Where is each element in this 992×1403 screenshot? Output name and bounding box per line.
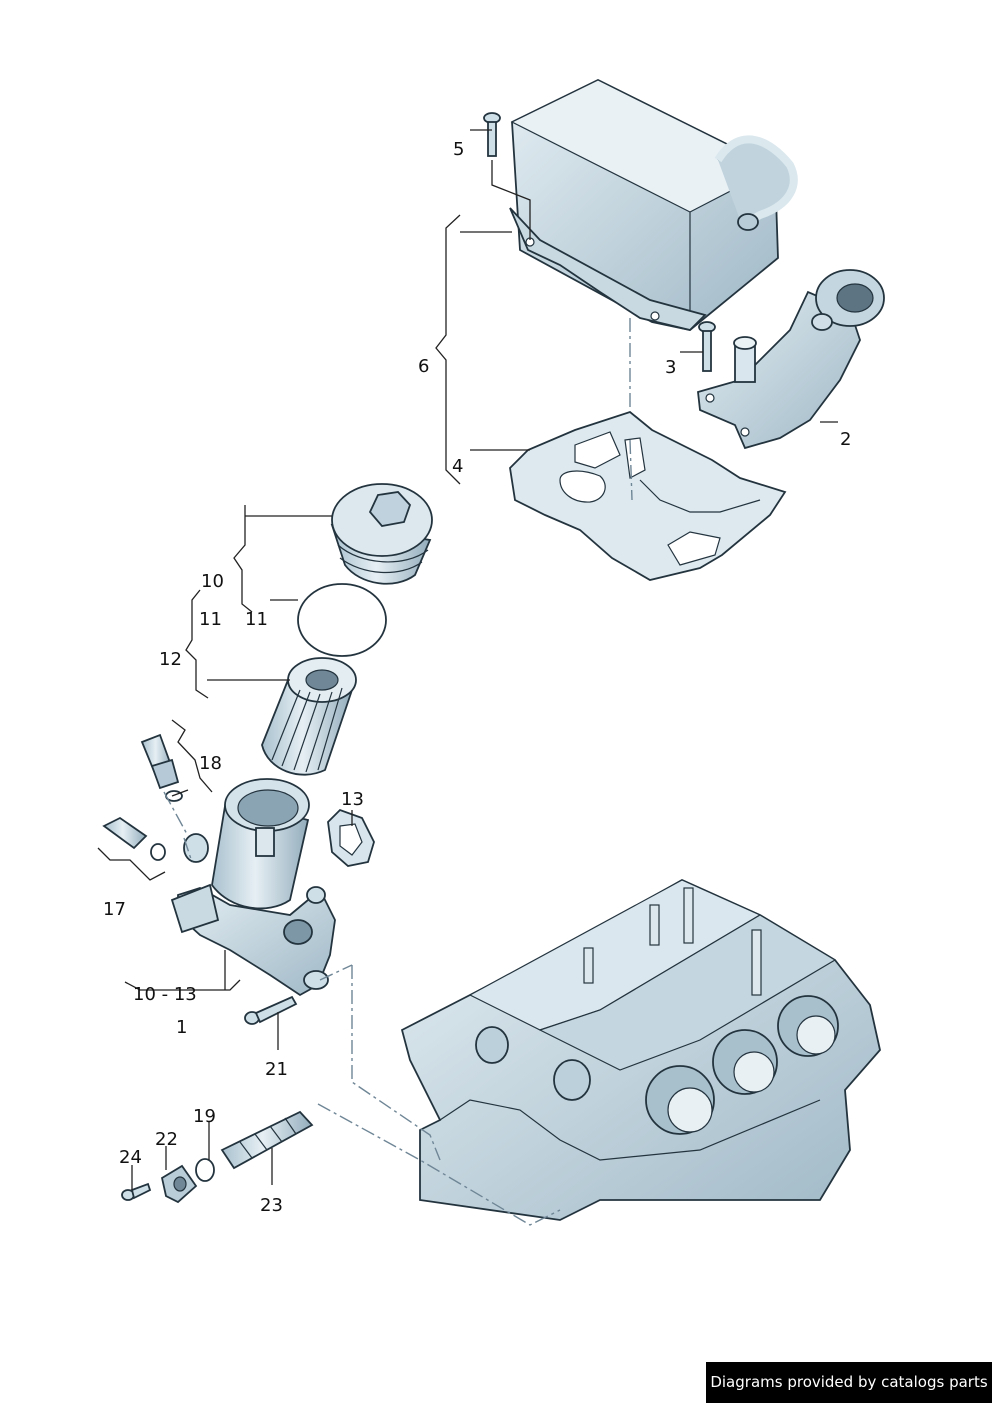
label-12: 12 [159, 649, 182, 670]
label-19: 19 [193, 1106, 216, 1127]
label-6: 6 [418, 356, 429, 377]
gasket [509, 410, 787, 581]
part-labels: 5 6 3 2 4 10 11 11 12 18 13 17 10 - 13 1… [103, 139, 851, 1216]
filter-element [261, 657, 357, 776]
oil-pressure-sensor-18 [140, 733, 183, 802]
credit-banner: Diagrams provided by catalogs parts [706, 1362, 992, 1403]
bolt-24 [121, 1182, 152, 1201]
label-18: 18 [199, 753, 222, 774]
coolant-flange [697, 269, 885, 450]
label-13: 13 [341, 789, 364, 810]
label-10-13: 10 - 13 [133, 984, 197, 1005]
label-2: 2 [840, 429, 851, 450]
gasket-13 [327, 808, 375, 867]
bolt-5 [483, 112, 501, 157]
label-11-right: 11 [245, 609, 268, 630]
label-5: 5 [453, 139, 464, 160]
label-24: 24 [119, 1147, 142, 1168]
label-11-left: 11 [199, 609, 222, 630]
label-3: 3 [665, 357, 676, 378]
oil-spray-valve-23 [220, 1110, 314, 1170]
engine-block [400, 878, 881, 1221]
o-ring-19 [195, 1158, 215, 1182]
leader-lines [97, 129, 838, 1190]
label-17: 17 [103, 899, 126, 920]
label-23: 23 [260, 1195, 283, 1216]
label-4: 4 [452, 456, 463, 477]
o-ring-11 [297, 583, 387, 657]
label-1: 1 [176, 1017, 187, 1038]
oil-cooler [509, 78, 798, 331]
oil-filter-cap [330, 483, 433, 585]
label-10: 10 [201, 571, 224, 592]
bracket-22 [160, 1164, 198, 1204]
label-21: 21 [265, 1059, 288, 1080]
oil-temp-sensor-17 [102, 816, 166, 861]
label-22: 22 [155, 1129, 178, 1150]
oil-filter-housing [170, 778, 336, 997]
bolt-3 [698, 321, 716, 372]
bolt-21 [244, 995, 298, 1025]
assembly-lines [163, 318, 633, 1226]
